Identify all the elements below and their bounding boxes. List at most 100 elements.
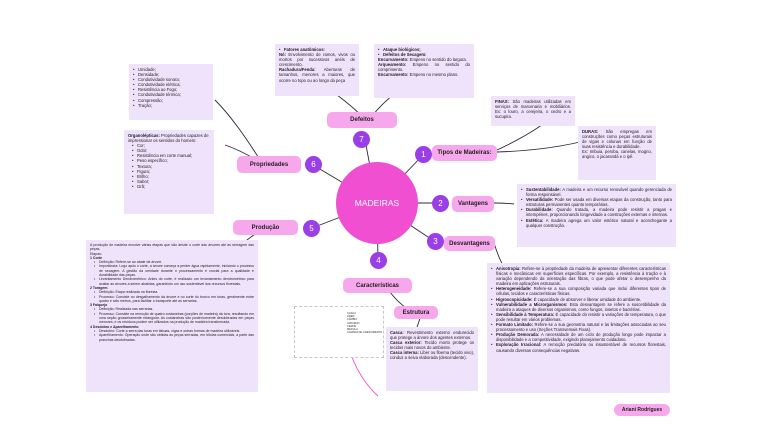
- interna-label: Casca interna:: [390, 350, 419, 356]
- nos-text: Envolvimento de ramos, vivos ou mortos p…: [279, 52, 355, 68]
- desvantagem-item: Produção Demorada: A necessidade de um c…: [491, 332, 666, 342]
- etapa-item: Definição: Etapa realizada na floresta.: [90, 290, 254, 295]
- prop-item: Tração;: [133, 103, 209, 108]
- branch-tipos-de-madeiras[interactable]: Tipos de Madeiras:: [432, 145, 497, 161]
- exterior-text: Tecido morto protege os tecidos mais nov…: [390, 340, 474, 351]
- org-item: Resistência em corte manual;: [128, 153, 210, 158]
- prop-item: Condutividade térmica;: [133, 92, 209, 97]
- org-item: Figura;: [128, 169, 210, 174]
- org-item: Peso específico;: [128, 158, 210, 163]
- fig-label: MEDULA: [347, 328, 358, 332]
- etapa-item: Definição: Realizada nas serrarias.: [90, 307, 254, 312]
- node-number-7: 7: [353, 131, 370, 148]
- desvantagem-item: Higroscopicidade: É capacidade de absorv…: [491, 297, 666, 302]
- propriedades-organolepticas-box: Organolépticas: Propriedades capazes de …: [124, 130, 214, 214]
- desvantagem-item: Anisotropia: Refere-se à propriedade da …: [491, 266, 666, 286]
- etapa-item: Levantamento Dendrométrico: Antes do cor…: [90, 277, 254, 286]
- prop-item: Umidade;: [133, 67, 209, 72]
- branch-producao[interactable]: Produção: [233, 220, 298, 235]
- defeitos-anatomicos-box: Fatores anatômicos: Nó: Envolvimento de …: [275, 44, 359, 96]
- producao-intro: A produção de madeira envolve várias eta…: [90, 243, 254, 252]
- branch-vantagens[interactable]: Vantagens: [452, 196, 494, 212]
- central-topic-label: MADEIRAS: [354, 198, 400, 208]
- fig-label: LÍBER: [347, 315, 355, 319]
- etapa-heading: 4 Desdobro e Aparelhamento: [90, 324, 139, 329]
- casca-label: Casca:: [390, 330, 404, 335]
- org-item: Brilho;: [128, 174, 210, 179]
- etapa-item: Definição: Refere-se ao abate da árvore.: [90, 260, 254, 265]
- producao-etapas: Etapas:: [90, 251, 102, 256]
- node-number-5: 5: [303, 220, 320, 237]
- etapa-heading: 3 Falquejo: [90, 303, 108, 308]
- duras-label: DURAS:: [582, 129, 599, 134]
- node-number-4: 4: [370, 252, 387, 269]
- vantagem-item: Estética: A madeira agrega um valor esté…: [521, 218, 672, 228]
- fig-label: CASCA: [347, 312, 356, 315]
- wood-structure-figure: CASCA LÍBER CÂMBIO ALBURNO CERNE MEDULA …: [294, 306, 384, 358]
- etapa-heading: 2 Toragem: [90, 285, 108, 290]
- desvantagem-item: Vulnerabilidade a Microrganismos: Esta d…: [491, 302, 666, 312]
- prop-item: Condutividade sonora;: [133, 77, 209, 82]
- encurv-label: Encurvamento:: [378, 57, 409, 63]
- estrutura-box: Casca: Revestimento externo endurecido q…: [386, 327, 478, 391]
- finas-text: São madeiras utilizadas em serviços de m…: [495, 99, 571, 120]
- tipos-finas-box: FINAS: São madeiras utilizadas em serviç…: [491, 96, 575, 126]
- fig-label: CERNE: [347, 324, 357, 328]
- etapa-item: Desdobro: Corte a serra das toras em táb…: [90, 329, 254, 334]
- branch-propriedades[interactable]: Propriedades: [237, 156, 301, 173]
- etapa-item: Processo: Consiste na remoção de quatro …: [90, 312, 254, 325]
- prop-item: Resistência ao Fogo;: [133, 87, 209, 92]
- etapa-item: Processo: Consiste no desgalhamento da á…: [90, 295, 254, 304]
- desvantagem-item: Formato Limitado: Refere-se a sua geomet…: [491, 322, 666, 332]
- secagem-title: Defeitos de Secagem:: [383, 52, 427, 58]
- central-topic: MADEIRAS: [336, 162, 418, 244]
- desvantagem-item: Exploração Irracional: A remoção predató…: [491, 342, 666, 352]
- producao-box: A produção de madeira envolve várias eta…: [86, 240, 258, 392]
- desvantagem-item: Heterogeneidade: Refere-se a sua composi…: [491, 286, 666, 296]
- etapa-item: Importância: Logo após o corte, a árvore…: [90, 264, 254, 277]
- vantagem-item: Versatilidade: Pode ser usada em diversa…: [521, 197, 672, 207]
- node-number-1: 1: [415, 146, 432, 163]
- prop-item: Condutividade elétrica;: [133, 82, 209, 87]
- tipos-duras-box: DURAS: São empregas em construções como …: [578, 126, 656, 180]
- enc2-text: Empeno no mesmo plano.: [408, 72, 459, 78]
- node-number-6: 6: [305, 156, 322, 173]
- vantagens-box: Sustentabilidade: A madeira e um recurso…: [517, 184, 676, 247]
- branch-desvantagens[interactable]: Desvantagens: [444, 236, 495, 251]
- interna-text: Liber ou floema (tecido vivo), conduz a …: [390, 350, 475, 361]
- etapa-item: Aparelhamento: Operação onde são obtidas…: [90, 333, 254, 342]
- desvantagens-box: Anisotropia: Refere-se à propriedade da …: [487, 263, 670, 393]
- fig-label: ALBURNO: [347, 321, 360, 325]
- fig-label: CÂMBIO: [347, 318, 358, 322]
- fig-label: CAMADA DE CRESCIMENTO: [347, 331, 383, 335]
- duras-text: São empregas em construções como peças e…: [582, 129, 652, 150]
- author-tag: Ariani Rodrigues: [614, 404, 670, 416]
- org-item: Textura;: [128, 164, 210, 169]
- exterior-label: Casca exterior:: [390, 340, 422, 346]
- node-number-3: 3: [427, 233, 444, 250]
- encurv-text: Empeno no sentido do largura.: [408, 57, 467, 63]
- org-item: Odor;: [128, 148, 210, 153]
- node-number-2: 2: [432, 195, 449, 212]
- anatomicos-title: Fatores anatômicos:: [284, 47, 325, 52]
- casca-text: Revestimento externo endurecido que prot…: [390, 330, 474, 341]
- etapa-heading: 1 Corte: [90, 255, 103, 260]
- org-item: Cor;: [128, 143, 210, 148]
- prop-item: Densidade;: [133, 72, 209, 77]
- branch-caracteristicas[interactable]: Características: [343, 278, 412, 293]
- vantagem-item: Sustentabilidade: A madeira e um recurso…: [521, 187, 672, 197]
- desvantagem-item: Sensibilidade à Temperatura: É capacidad…: [491, 312, 666, 322]
- finas-label: FINAS:: [495, 99, 509, 104]
- racha-text: Aberturas de tamanhos, menores a maiores…: [279, 67, 355, 83]
- arq-label: Arqueamento:: [378, 62, 407, 68]
- branch-estrutura[interactable]: Estrutura: [394, 306, 438, 319]
- racha-label: Rachadura/Fenda:: [279, 67, 316, 73]
- org-label: Organolépticas:: [128, 133, 160, 138]
- biologicos-title: Ataque biológicos;: [383, 47, 421, 52]
- arq-text: Empeno no sentido do comprimento.: [378, 62, 470, 73]
- nos-label: Nó:: [279, 52, 286, 58]
- branch-defeitos[interactable]: Defeitos: [327, 112, 397, 128]
- defeitos-biologicos-box: Ataque biológicos; Defeitos de Secagem: …: [374, 44, 474, 98]
- duras-example: Ex: Imbuia, peroba, canelas, mogno, angi…: [582, 149, 652, 160]
- prop-item: Compressão;: [133, 98, 209, 103]
